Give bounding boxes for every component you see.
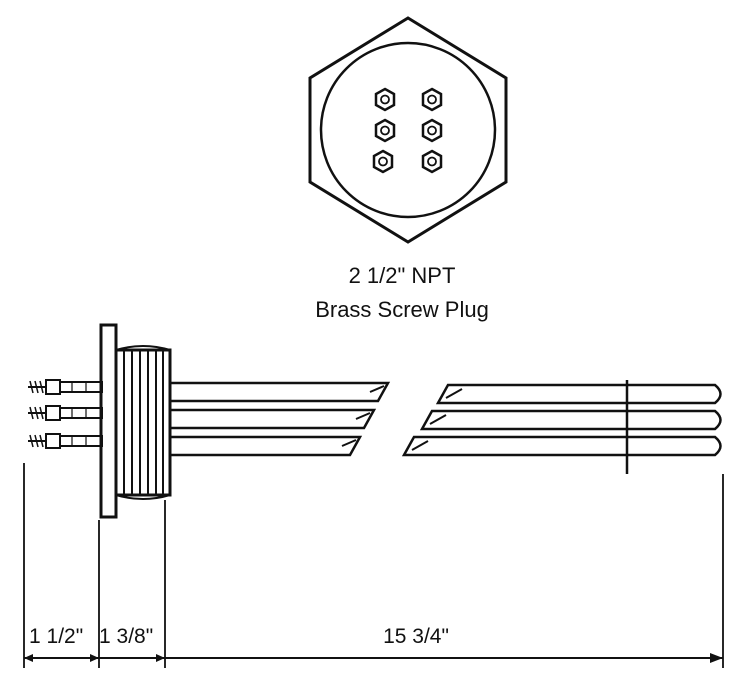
heating-element-left-section bbox=[170, 381, 391, 457]
terminal-studs bbox=[28, 379, 103, 449]
terminal-nut bbox=[374, 87, 396, 112]
dimension-lines bbox=[23, 463, 724, 668]
caption-line-2: Brass Screw Plug bbox=[315, 297, 489, 322]
hex-flange bbox=[99, 323, 118, 519]
terminal-nut bbox=[421, 118, 443, 143]
caption-line-1: 2 1/2" NPT bbox=[349, 263, 456, 288]
terminal-nut bbox=[372, 149, 394, 174]
dimension-terminal-length: 1 1/2" bbox=[29, 625, 83, 648]
terminal-nut bbox=[421, 87, 443, 112]
terminal-nut bbox=[374, 118, 396, 143]
terminal-nut bbox=[421, 149, 443, 174]
hex-plug-top-view bbox=[308, 16, 508, 244]
hex-outline bbox=[308, 16, 508, 244]
plug-face-circle bbox=[319, 41, 497, 219]
heating-element-right-section bbox=[401, 380, 722, 474]
dimension-element-length: 15 3/4" bbox=[383, 625, 449, 648]
dimension-plug-length: 1 3/8" bbox=[99, 625, 153, 648]
heater-side-view bbox=[28, 323, 722, 519]
threaded-plug bbox=[114, 345, 172, 500]
